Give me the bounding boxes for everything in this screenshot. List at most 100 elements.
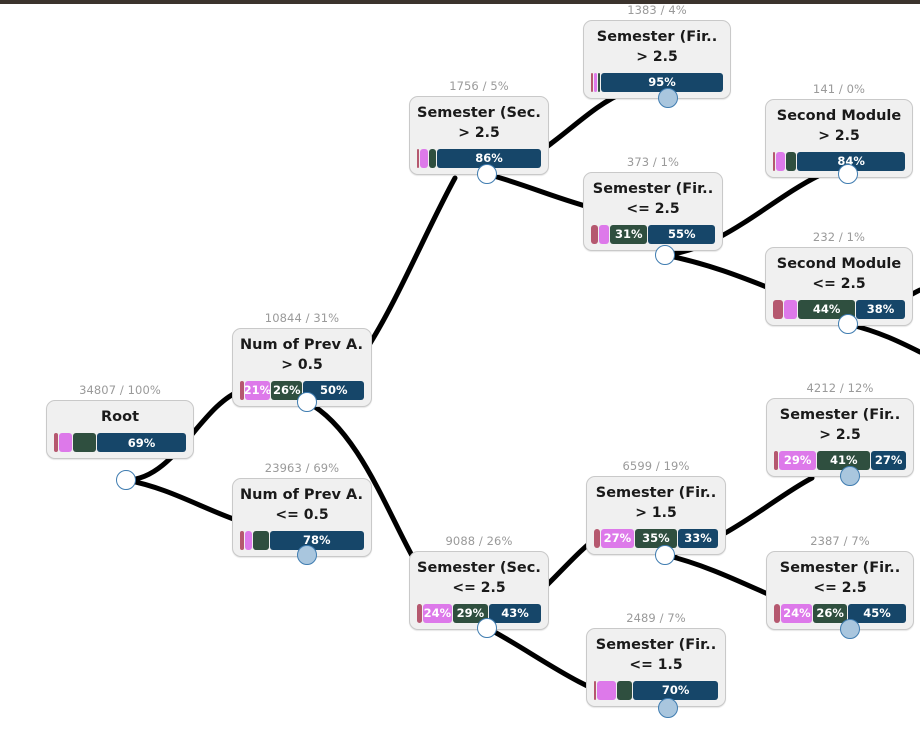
tree-edge — [123, 477, 245, 525]
node-title: Semester (Fir.. — [779, 407, 901, 423]
bar-segment-4: 78% — [269, 530, 364, 550]
bar-segment-label: 70% — [661, 683, 690, 698]
node-count-label: 373 / 1% — [626, 155, 680, 169]
bar-segment-label: 26% — [273, 383, 301, 398]
node-count-label: 34807 / 100% — [79, 383, 161, 397]
bar-segment-label: 26% — [816, 606, 844, 621]
node-condition: <= 2.5 — [813, 580, 867, 597]
node-count-label: 9088 / 26% — [445, 534, 513, 548]
leaf-connector-circle[interactable] — [658, 88, 678, 108]
bar-segment-1 — [54, 433, 58, 453]
tree-edge — [845, 321, 920, 355]
leaf-connector-circle[interactable] — [297, 545, 317, 565]
leaf-connector-circle[interactable] — [658, 698, 678, 718]
node-title: Root — [100, 409, 140, 425]
node-condition: > 2.5 — [819, 427, 861, 444]
split-connector-circle[interactable] — [116, 470, 136, 490]
bar-segment-2 — [599, 224, 609, 244]
node-condition: <= 2.5 — [452, 580, 506, 597]
bar-segment-label: 29% — [456, 606, 485, 621]
leaf-connector-circle[interactable] — [840, 619, 860, 639]
node-title: Num of Prev A.. — [240, 487, 364, 503]
bar-segment-2: 27% — [601, 528, 634, 548]
node-title: Semester (Fir.. — [595, 637, 717, 653]
bar-segment-2: 24% — [781, 603, 813, 623]
node-condition: > 0.5 — [281, 357, 323, 374]
bar-segment-1 — [594, 680, 597, 700]
tree-node-root[interactable]: 34807 / 100% Root 69% — [46, 383, 194, 460]
node-title: Semester (Fir.. — [592, 181, 714, 197]
bar-segment-label: 50% — [319, 383, 348, 398]
split-connector-circle[interactable] — [477, 164, 497, 184]
bar-segment-label: 69% — [127, 435, 156, 450]
split-connector-circle[interactable] — [655, 545, 675, 565]
bar-segment-1 — [773, 151, 775, 171]
node-count-label: 2489 / 7% — [626, 611, 686, 625]
bar-segment-1 — [417, 603, 422, 623]
bar-segment-label: 21% — [244, 383, 271, 398]
node-title: Semester (Fir.. — [595, 485, 717, 501]
split-connector-circle[interactable] — [477, 618, 497, 638]
node-count-label: 10844 / 31% — [264, 311, 340, 325]
bar-segment-1 — [591, 224, 599, 244]
bar-segment-2 — [420, 148, 428, 168]
bar-segment-label: 55% — [667, 227, 696, 242]
node-count-label: 1383 / 4% — [627, 3, 687, 17]
bar-segment-4: 70% — [633, 680, 719, 700]
node-count-label: 2387 / 7% — [810, 534, 870, 548]
bar-segment-1 — [774, 603, 781, 623]
bar-segment-2 — [776, 151, 785, 171]
bar-segment-3: 26% — [271, 380, 303, 400]
bar-segment-2: 21% — [244, 380, 271, 400]
bar-segment-1 — [240, 530, 244, 550]
bar-segment-1 — [774, 450, 778, 470]
bar-segment-1 — [591, 72, 593, 92]
split-connector-circle[interactable] — [297, 392, 317, 412]
class-distribution-bar: 24%26%45% — [774, 603, 906, 623]
split-connector-circle[interactable] — [838, 164, 858, 184]
split-connector-circle[interactable] — [838, 314, 858, 334]
node-count-label: 1756 / 5% — [449, 79, 509, 93]
node-title: Semester (Sec.. — [417, 105, 541, 121]
leaf-connector-circle[interactable] — [840, 466, 860, 486]
node-condition: <= 0.5 — [275, 507, 329, 524]
bar-segment-label: 24% — [783, 606, 811, 621]
node-box[interactable]: Root 69% — [46, 400, 194, 460]
bar-segment-4: 27% — [871, 450, 906, 470]
node-title: Num of Prev A.. — [240, 337, 364, 353]
node-count-label: 23963 / 69% — [264, 461, 340, 475]
node-title: Semester (Sec.. — [417, 560, 541, 576]
split-connector-circle[interactable] — [655, 245, 675, 265]
bar-segment-label: 24% — [423, 606, 452, 621]
bar-segment-label: 27% — [874, 453, 903, 468]
bar-segment-1 — [417, 148, 420, 168]
node-count-label: 6599 / 19% — [622, 459, 690, 473]
class-distribution-bar: 69% — [54, 433, 187, 453]
bar-segment-4: 43% — [488, 603, 542, 623]
bar-segment-label: 29% — [783, 453, 812, 468]
bar-segment-1 — [240, 380, 244, 400]
bar-segment-2: 29% — [778, 450, 817, 470]
bar-segment-label: 38% — [866, 302, 895, 317]
